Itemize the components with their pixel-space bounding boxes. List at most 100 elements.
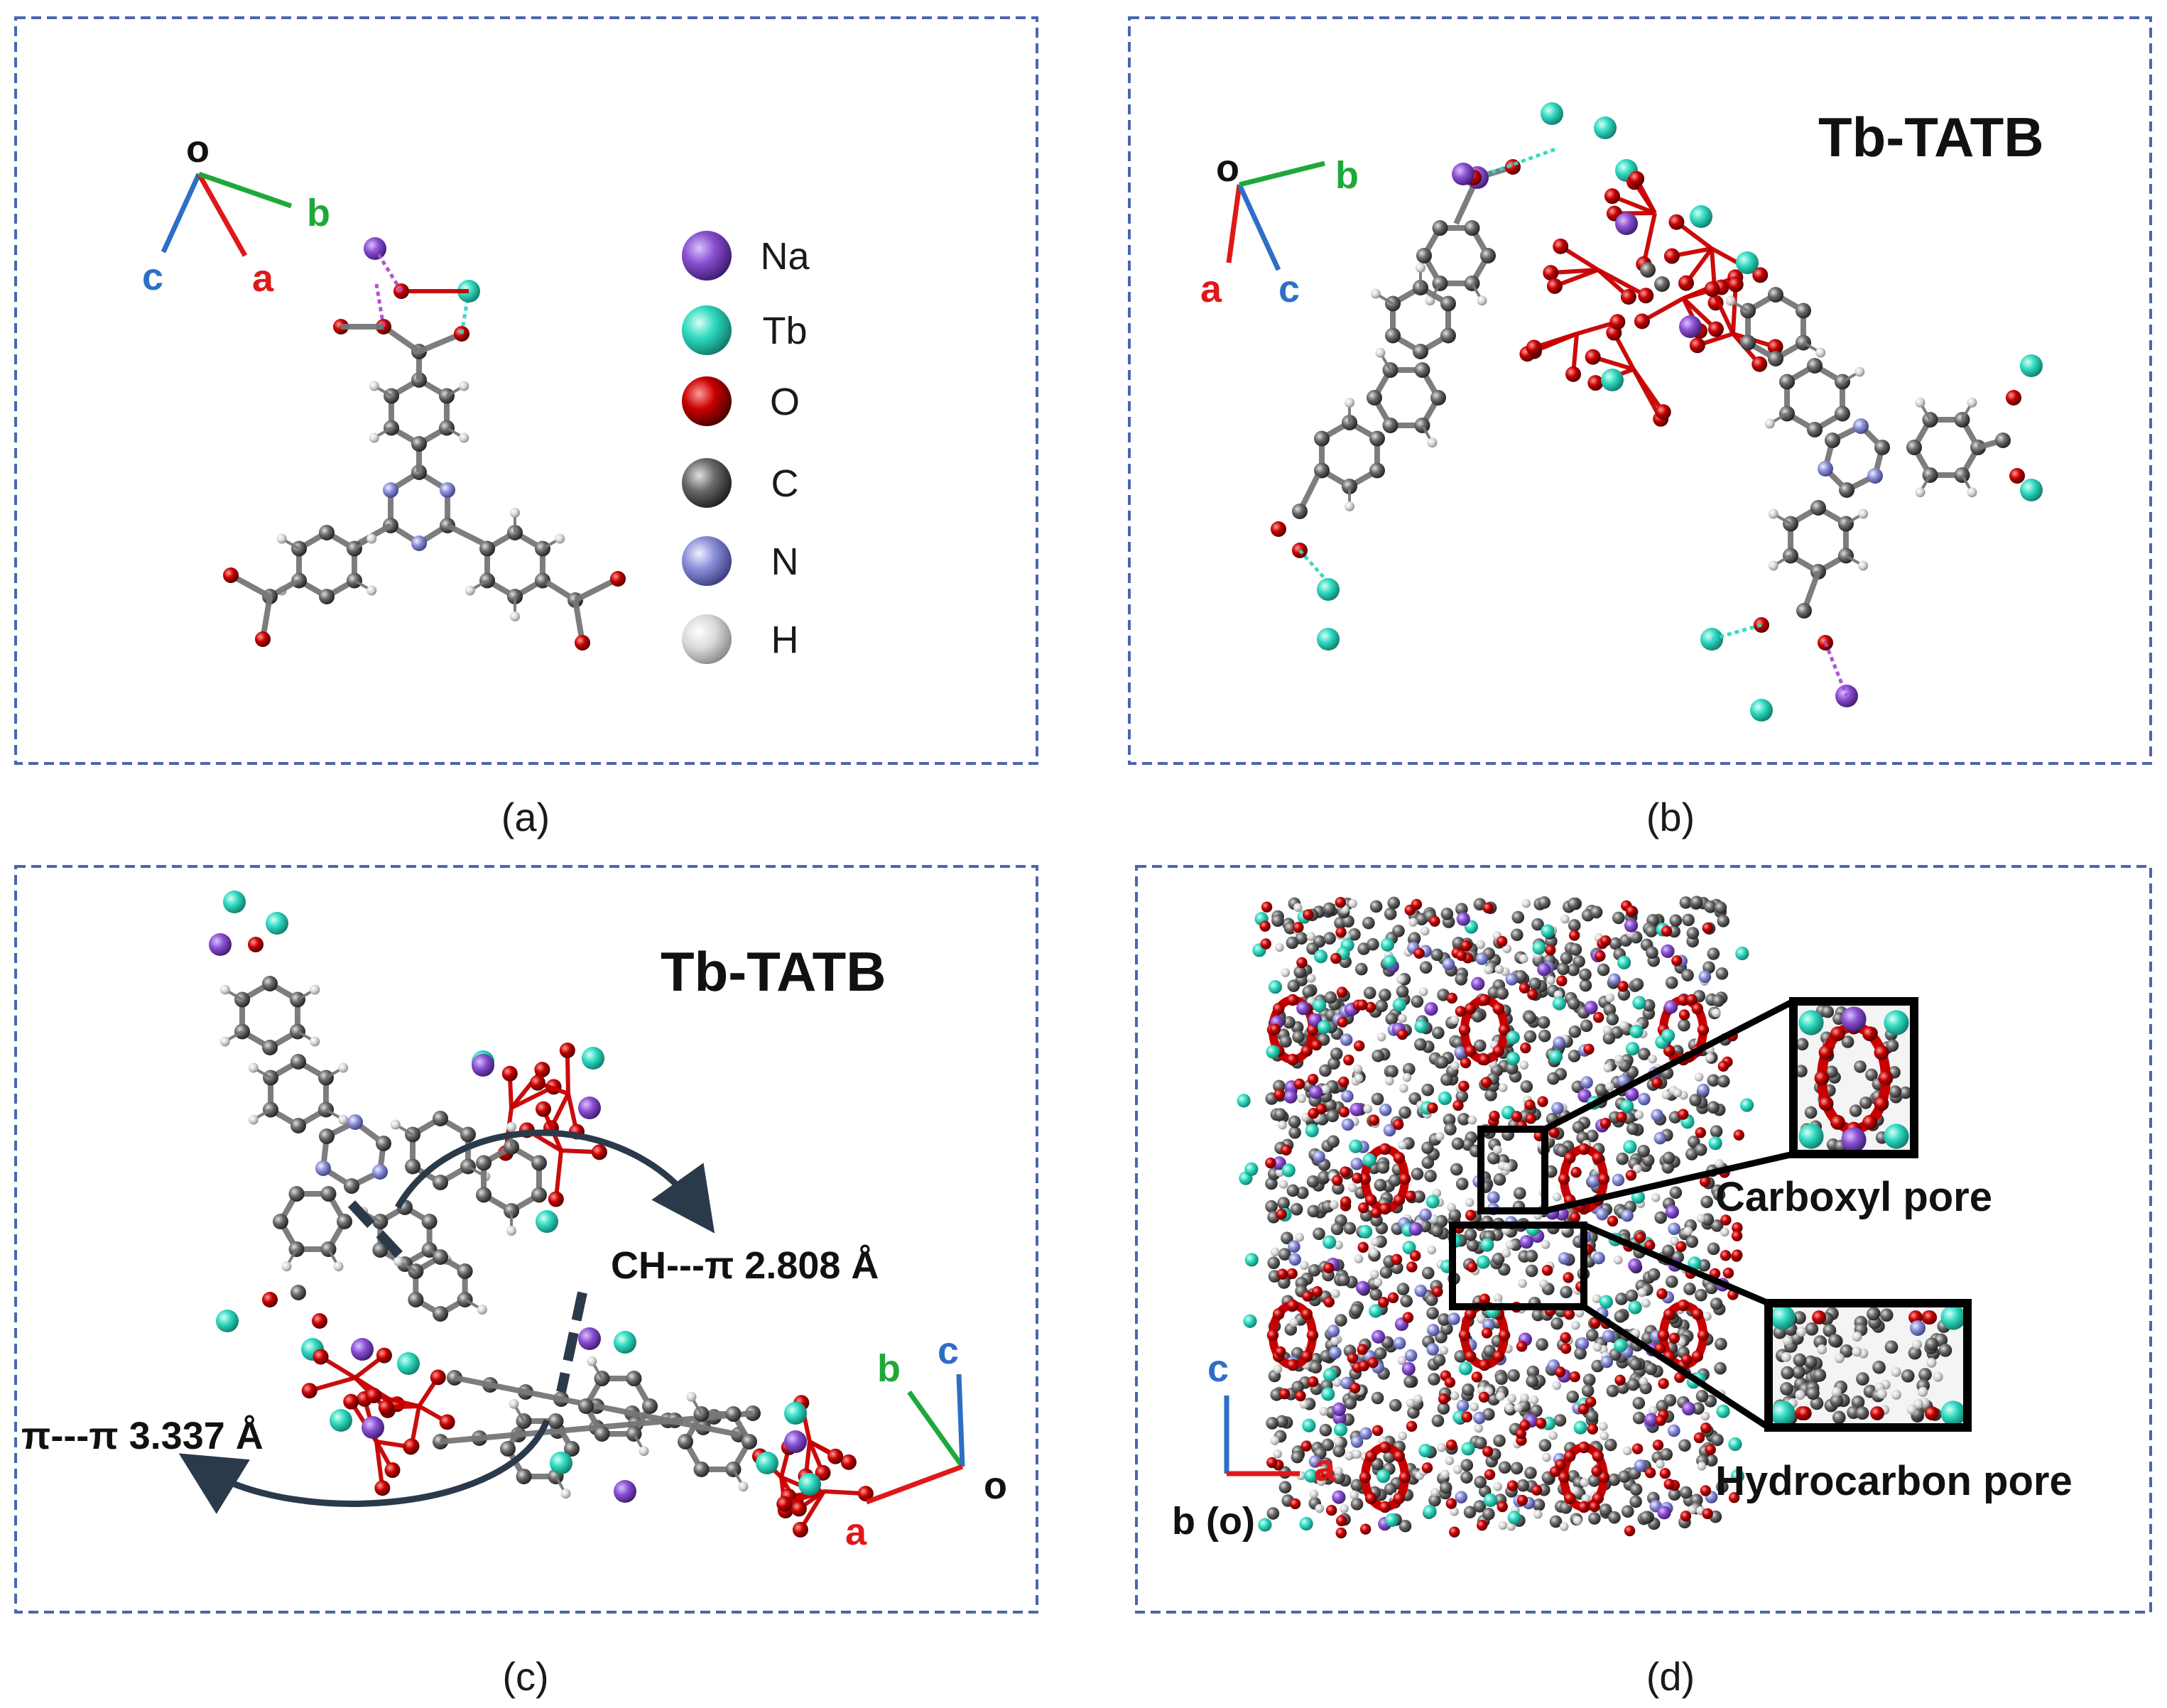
atom-o bbox=[1427, 1102, 1438, 1114]
atom-o bbox=[1323, 1262, 1335, 1274]
atom-h bbox=[1782, 1335, 1793, 1346]
atom-na bbox=[578, 1327, 601, 1350]
atom-o bbox=[1676, 1241, 1687, 1252]
atom-c bbox=[433, 1175, 448, 1190]
atom-o bbox=[1625, 1170, 1637, 1181]
atom-tb bbox=[1317, 1020, 1332, 1034]
atom-h bbox=[1605, 1082, 1614, 1092]
atom-c bbox=[1431, 1414, 1445, 1427]
atom-n bbox=[1473, 1411, 1486, 1425]
atom-h bbox=[1533, 1510, 1543, 1519]
atom-o bbox=[1276, 1268, 1288, 1280]
atom-o bbox=[1651, 1077, 1663, 1089]
atom-o bbox=[1577, 1143, 1590, 1155]
atom-o bbox=[1449, 1526, 1460, 1538]
atom-c bbox=[1525, 1249, 1538, 1263]
atom-c bbox=[1572, 1121, 1585, 1133]
atom-o bbox=[1560, 1343, 1572, 1354]
atom-o bbox=[1379, 1143, 1391, 1155]
atom-na bbox=[1577, 1089, 1592, 1103]
atom-c bbox=[1511, 910, 1525, 924]
atom-h bbox=[1299, 1399, 1309, 1409]
atom-c bbox=[1553, 1414, 1567, 1427]
atom-c bbox=[1319, 1064, 1332, 1077]
atom-tb bbox=[1299, 1516, 1313, 1531]
atom-tb bbox=[1369, 1304, 1383, 1318]
atom-c bbox=[1874, 440, 1890, 455]
atom-c bbox=[1343, 1222, 1357, 1235]
atom-c bbox=[1433, 1354, 1446, 1366]
atom-o bbox=[1732, 1222, 1743, 1234]
atom-o bbox=[2006, 390, 2021, 406]
atom-o bbox=[1335, 1527, 1347, 1539]
atom-o bbox=[1624, 1525, 1636, 1537]
atom-h bbox=[1270, 1436, 1280, 1445]
atom-tb bbox=[1237, 1094, 1251, 1108]
atom-h bbox=[1493, 1481, 1502, 1491]
atom-h bbox=[1815, 347, 1826, 358]
atom-h bbox=[1768, 560, 1778, 571]
atom-o bbox=[1657, 1329, 1670, 1342]
atom-o bbox=[1498, 1329, 1511, 1342]
atom-h bbox=[1507, 1393, 1516, 1403]
atom-o bbox=[776, 1496, 793, 1512]
atom-c bbox=[1290, 1202, 1303, 1216]
atom-na bbox=[209, 933, 232, 956]
atom-c bbox=[1367, 390, 1382, 406]
atom-tb bbox=[1483, 1493, 1498, 1508]
atom-o bbox=[343, 1393, 359, 1410]
atom-c bbox=[1679, 1486, 1693, 1499]
atom-h bbox=[459, 381, 469, 391]
atom-tb bbox=[330, 1409, 352, 1432]
atom-c bbox=[1520, 1080, 1533, 1093]
atom-h bbox=[1891, 1389, 1901, 1400]
atom-o bbox=[1482, 1446, 1494, 1457]
atom-o bbox=[1480, 1077, 1492, 1088]
atom-o bbox=[1577, 1403, 1590, 1415]
atom-c bbox=[1516, 1479, 1530, 1492]
atom-na bbox=[1519, 1235, 1533, 1249]
atom-c bbox=[372, 1242, 389, 1258]
atom-h bbox=[1396, 974, 1406, 984]
atom-c bbox=[1474, 1476, 1487, 1489]
atom-tb bbox=[1317, 578, 1340, 601]
atom-h bbox=[506, 1122, 516, 1132]
atom-tb bbox=[1708, 1136, 1722, 1151]
atom-c bbox=[1382, 417, 1398, 433]
atom-h bbox=[1315, 1503, 1325, 1513]
atom-c bbox=[1615, 1293, 1628, 1305]
atom-o bbox=[1663, 248, 1680, 264]
atom-o bbox=[1354, 1040, 1365, 1052]
atom-c bbox=[1834, 406, 1850, 422]
atom-o bbox=[1335, 927, 1347, 938]
atom-c bbox=[1654, 1211, 1667, 1224]
atom-c bbox=[1678, 1018, 1690, 1032]
atom-o bbox=[610, 571, 626, 587]
atom-n bbox=[1383, 1124, 1396, 1137]
atom-c bbox=[1683, 1283, 1696, 1295]
atom-n bbox=[1454, 1046, 1467, 1059]
atom-tb bbox=[1317, 628, 1340, 651]
atom-h bbox=[1602, 1026, 1612, 1035]
atom-tb bbox=[1541, 924, 1555, 938]
atom-o bbox=[501, 1065, 518, 1082]
atom-n bbox=[1448, 1312, 1460, 1325]
atom-c bbox=[1443, 1114, 1456, 1126]
atom-c bbox=[1374, 1178, 1387, 1192]
atom-c bbox=[1438, 1313, 1450, 1326]
atom-h bbox=[1493, 1293, 1503, 1303]
panel-c-axis-b: b bbox=[877, 1347, 901, 1390]
atom-o bbox=[1697, 1023, 1710, 1036]
atom-o bbox=[1438, 1393, 1450, 1405]
atom-o bbox=[1266, 1457, 1278, 1469]
atom-o bbox=[1812, 1310, 1826, 1324]
atom-h bbox=[1720, 1227, 1729, 1237]
atom-o bbox=[1678, 1009, 1690, 1021]
atom-o bbox=[1275, 1346, 1286, 1358]
atom-o bbox=[1604, 188, 1620, 205]
atom-c bbox=[1281, 1231, 1293, 1244]
atom-h bbox=[510, 611, 520, 621]
atom-n bbox=[1393, 1337, 1406, 1350]
atom-c bbox=[1791, 1365, 1805, 1379]
atom-h bbox=[1297, 1094, 1307, 1104]
